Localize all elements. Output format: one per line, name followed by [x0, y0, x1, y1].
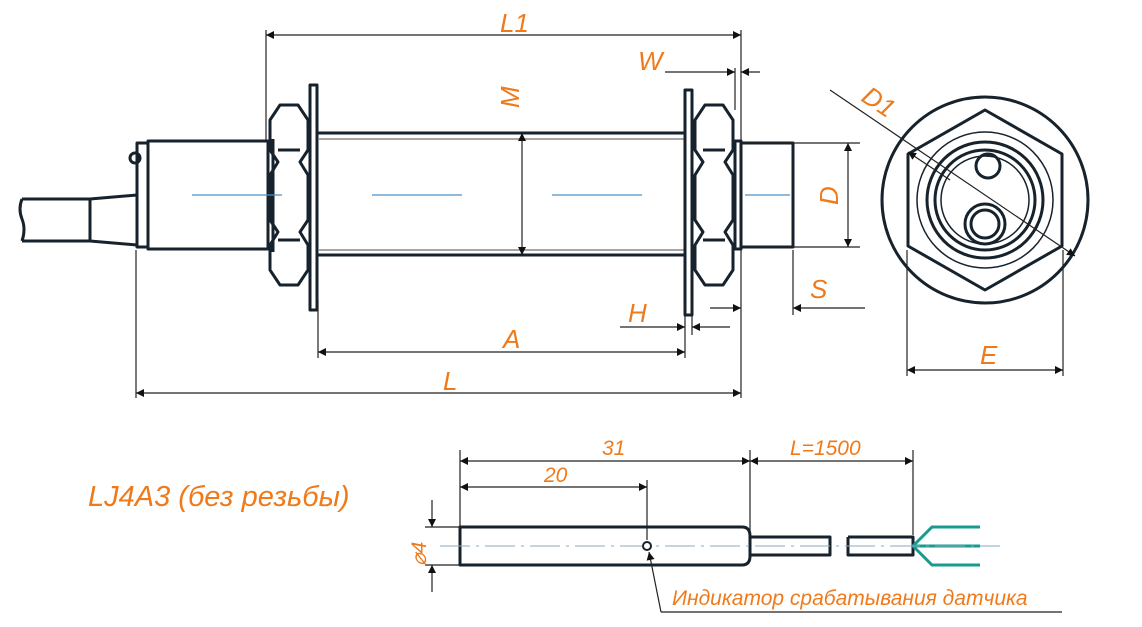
variant-drawing: LJ4A3 (без резьбы) 31 L=1500 20 ⌀4 Индик… [88, 437, 1062, 613]
dim-label-h: H [628, 298, 647, 328]
dim-label-m: M [495, 86, 525, 108]
left-nut [268, 103, 310, 287]
dim-31: 31 [602, 437, 625, 460]
indicator-label: Индикатор срабатывания датчика [672, 587, 1028, 610]
dim-label-d: D [814, 186, 844, 205]
threaded-tube [318, 131, 685, 257]
dim-label-s: S [810, 274, 828, 304]
left-washer [308, 83, 319, 312]
dim-label-w: W [638, 46, 665, 76]
cable-end [18, 197, 92, 243]
dim-20: 20 [543, 464, 568, 487]
dim-label-l: L [443, 366, 457, 396]
variant-title: LJ4A3 (без резьбы) [88, 481, 350, 513]
indicator-led [642, 541, 652, 551]
dim-cable-length: L=1500 [790, 437, 861, 460]
cable-taper [89, 193, 139, 247]
dim-label-d1: D1 [857, 80, 901, 123]
right-nut [693, 103, 735, 287]
hex-nut [906, 108, 1064, 292]
right-washer [683, 88, 694, 317]
dim-diameter: ⌀4 [408, 542, 431, 566]
side-view: L1 W M D H S A L [18, 8, 1064, 398]
dim-label-a: A [501, 324, 520, 354]
dim-label-l1: L1 [500, 8, 529, 38]
front-view: D1 E [829, 80, 1090, 374]
dim-label-e: E [980, 340, 998, 370]
